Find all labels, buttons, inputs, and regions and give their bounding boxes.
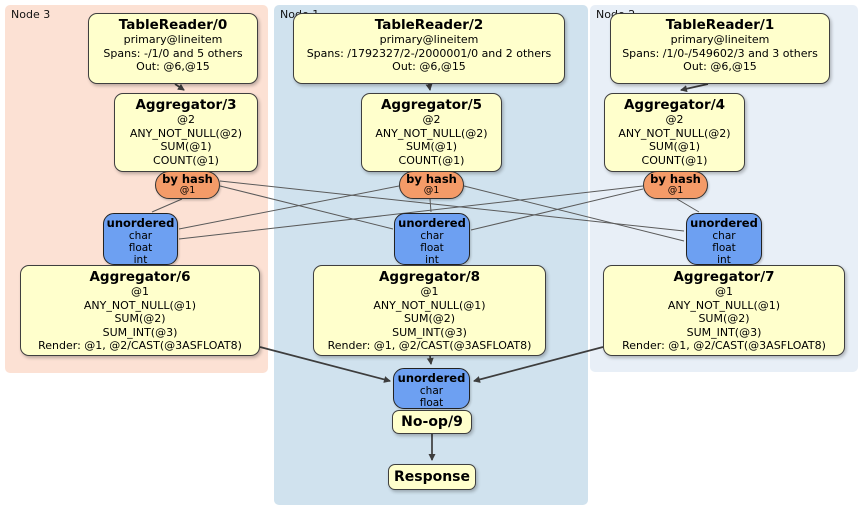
aggregator-box: Aggregator/3 @2 ANY_NOT_NULL(@2) SUM(@1)… [114, 93, 258, 172]
hash-mesh-edges [151, 180, 700, 242]
stream-title: unordered [397, 371, 466, 385]
stream-type: char [419, 385, 444, 397]
render-line: Render: @1, @2/CAST(@3ASFLOAT8) [622, 339, 826, 353]
index-line: primary@lineitem [670, 33, 770, 46]
agg-line: @2 [665, 113, 684, 126]
agg-line: SUM(@2) [114, 312, 166, 326]
agg-line: ANY_NOT_NULL(@2) [618, 126, 731, 140]
processor-title: TableReader/2 [374, 17, 484, 33]
stream-title: unordered [398, 216, 466, 230]
aggregator-box: Aggregator/6 @1 ANY_NOT_NULL(@1) SUM(@2)… [20, 265, 260, 356]
agg-line: ANY_NOT_NULL(@1) [83, 298, 197, 312]
stream-title: unordered [106, 216, 175, 230]
agg-line: @2 [422, 113, 441, 126]
stream-type: int [717, 254, 731, 266]
router-title: by hash [406, 172, 457, 186]
spans-line: Spans: /1/0-/549602/3 and 3 others [622, 46, 818, 60]
stream-type: char [128, 230, 153, 242]
agg-line: SUM_INT(@3) [686, 325, 762, 339]
hash-router-oval: by hash @1 [399, 171, 464, 199]
out-line: Out: @6,@15 [136, 60, 210, 74]
aggregator-box: Aggregator/8 @1 ANY_NOT_NULL(@1) SUM(@2)… [313, 265, 546, 356]
unordered-stream-box: unordered char float int [103, 213, 178, 266]
router-tag: @1 [667, 185, 684, 196]
index-line: primary@lineitem [123, 33, 223, 46]
agg-line: SUM(@2) [698, 312, 750, 326]
processor-title: Aggregator/3 [135, 97, 237, 113]
agg-line: @1 [420, 285, 439, 298]
stream-type: float [712, 242, 736, 254]
hash-router-oval: by hash @1 [155, 171, 220, 199]
stream-type: char [712, 230, 736, 242]
table-reader-box: TableReader/2 primary@lineitem Spans: /1… [293, 13, 565, 84]
aggregator-box: Aggregator/7 @1 ANY_NOT_NULL(@1) SUM(@2)… [603, 265, 845, 356]
stream-type: float [420, 242, 444, 254]
router-tag: @1 [179, 185, 196, 196]
spans-line: Spans: -/1/0 and 5 others [103, 46, 243, 60]
index-line: primary@lineitem [379, 33, 479, 46]
stream-type: int [133, 254, 148, 266]
router-title: by hash [162, 172, 213, 186]
aggregator-box: Aggregator/4 @2 ANY_NOT_NULL(@2) SUM(@1)… [604, 93, 745, 172]
agg-line: ANY_NOT_NULL(@2) [375, 126, 488, 140]
stream-type: char [420, 230, 444, 242]
render-line: Render: @1, @2/CAST(@3ASFLOAT8) [38, 339, 242, 353]
agg-line: SUM(@2) [403, 312, 456, 326]
processor-title: TableReader/0 [118, 17, 228, 33]
stream-type: int [425, 254, 439, 266]
agg-line: SUM(@1) [405, 140, 458, 154]
stream-title: unordered [690, 216, 758, 230]
unordered-stream-box-final: unordered char float [393, 368, 470, 409]
processor-title: Aggregator/8 [378, 269, 481, 285]
out-line: Out: @6,@15 [392, 60, 466, 74]
table-reader-box: TableReader/0 primary@lineitem Spans: -/… [88, 13, 258, 84]
processor-title: Aggregator/4 [623, 97, 726, 113]
table-reader-box: TableReader/1 primary@lineitem Spans: /1… [610, 13, 830, 84]
router-tag: @1 [423, 185, 440, 196]
agg-line: @1 [131, 285, 149, 298]
aggregator-box: Aggregator/5 @2 ANY_NOT_NULL(@2) SUM(@1)… [361, 93, 502, 172]
response-label: Response [393, 469, 471, 485]
noop-box: No-op/9 [392, 410, 472, 434]
hash-router-oval: by hash @1 [643, 171, 708, 199]
agg-line: @2 [177, 113, 195, 126]
processor-title: Aggregator/5 [380, 97, 483, 113]
processor-title: Aggregator/6 [89, 269, 191, 285]
node-label: Node 3 [11, 8, 51, 21]
stream-type: float [128, 242, 153, 254]
stream-type: float [419, 397, 444, 409]
render-line: Render: @1, @2/CAST(@3ASFLOAT8) [327, 339, 532, 353]
out-line: Out: @6,@15 [683, 60, 757, 74]
agg-line: ANY_NOT_NULL(@1) [667, 298, 781, 312]
response-box: Response [388, 464, 476, 490]
unordered-stream-box: unordered char float int [686, 213, 762, 266]
agg-line: SUM_INT(@3) [102, 325, 178, 339]
agg-line: COUNT(@1) [641, 153, 708, 167]
processor-title: TableReader/1 [665, 17, 775, 33]
router-title: by hash [650, 172, 701, 186]
agg-line: COUNT(@1) [398, 153, 465, 167]
agg-line: ANY_NOT_NULL(@1) [373, 298, 486, 312]
flow-arrows [174, 83, 709, 461]
spans-line: Spans: /1792327/2-/2000001/0 and 2 other… [306, 46, 552, 60]
agg-line: SUM(@1) [160, 140, 212, 154]
agg-line: @1 [715, 285, 733, 298]
processor-title: Aggregator/7 [673, 269, 775, 285]
agg-line: SUM_INT(@3) [392, 325, 467, 339]
agg-line: SUM(@1) [648, 140, 701, 154]
agg-line: COUNT(@1) [153, 153, 219, 167]
agg-line: ANY_NOT_NULL(@2) [129, 126, 243, 140]
unordered-stream-box: unordered char float int [394, 213, 470, 266]
noop-label: No-op/9 [401, 414, 463, 430]
